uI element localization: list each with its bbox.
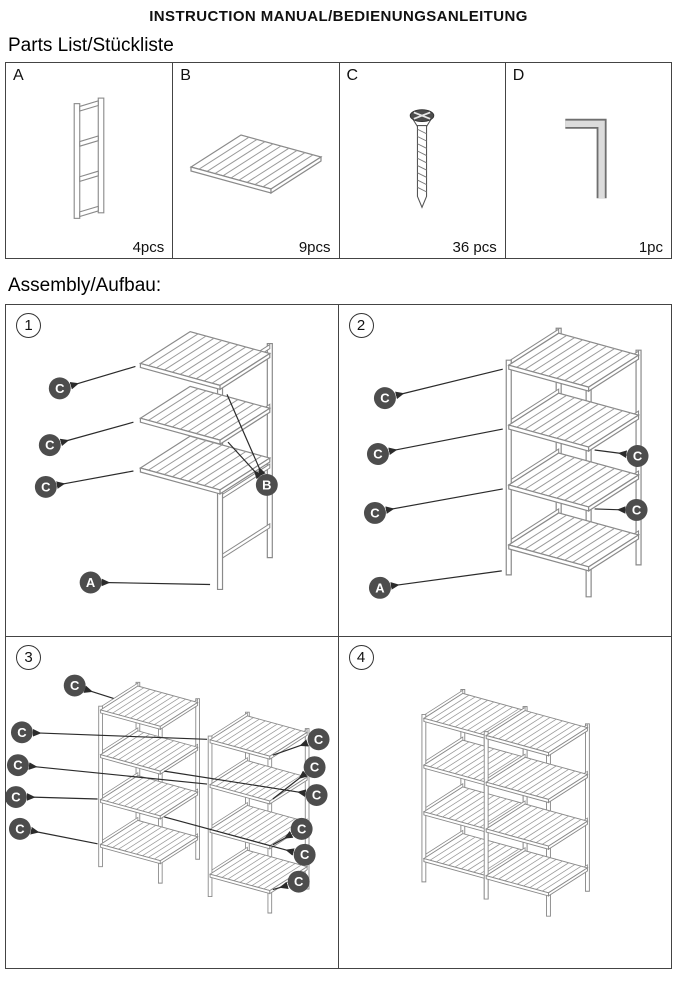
callout-c: C bbox=[10, 721, 208, 744]
svg-text:C: C bbox=[13, 758, 22, 773]
part-quantity: 9pcs bbox=[298, 239, 331, 256]
part-cell-b: B 9pcs bbox=[172, 63, 338, 258]
step-3-illustration: C C C C bbox=[6, 674, 330, 968]
part-cell-a: A 4pcs bbox=[6, 63, 172, 258]
svg-text:C: C bbox=[370, 505, 380, 520]
callout-a: A bbox=[368, 570, 502, 599]
part-letter: C bbox=[346, 67, 359, 84]
svg-text:C: C bbox=[312, 788, 321, 803]
callout-c: C bbox=[63, 674, 114, 700]
svg-text:C: C bbox=[380, 391, 390, 406]
page-title: INSTRUCTION MANUAL/BEDIENUNGSANLEITUNG bbox=[149, 8, 528, 25]
callout-c: C bbox=[8, 817, 98, 845]
callout-c: C bbox=[272, 728, 330, 756]
svg-text:C: C bbox=[41, 479, 50, 494]
step-number-badge: 3 bbox=[16, 645, 41, 670]
callout-c: C bbox=[164, 770, 328, 806]
assembly-heading: Assembly/Aufbau: bbox=[8, 275, 162, 296]
svg-text:C: C bbox=[70, 678, 79, 693]
callout-c: C bbox=[272, 817, 313, 846]
assembly-grid: 1 C C C bbox=[5, 304, 672, 969]
svg-text:C: C bbox=[300, 847, 309, 862]
parts-table: A 4pcs B 9pcs C bbox=[5, 62, 672, 259]
part-letter: B bbox=[180, 67, 191, 84]
svg-text:C: C bbox=[297, 821, 306, 836]
svg-text:A: A bbox=[86, 575, 95, 590]
callout-c: C bbox=[164, 816, 316, 866]
part-letter: D bbox=[512, 67, 525, 84]
screw-icon bbox=[409, 108, 435, 209]
part-letter: A bbox=[13, 67, 24, 84]
side-frame-icon bbox=[73, 97, 105, 219]
step-number-badge: 4 bbox=[348, 645, 374, 670]
assembly-step-2: 2 C C C bbox=[338, 305, 671, 637]
callout-c: C bbox=[272, 756, 326, 800]
part-quantity: 4pcs bbox=[132, 239, 165, 256]
allen-key-icon bbox=[565, 118, 607, 198]
part-quantity: 1pc bbox=[638, 239, 663, 256]
callout-c: C bbox=[363, 488, 503, 524]
step-number-badge: 2 bbox=[348, 313, 374, 338]
callout-a: A bbox=[79, 571, 211, 594]
svg-text:C: C bbox=[310, 760, 319, 775]
svg-text:C: C bbox=[632, 449, 642, 464]
svg-text:C: C bbox=[55, 381, 64, 396]
svg-text:C: C bbox=[45, 438, 54, 453]
callout-c: C bbox=[594, 445, 649, 468]
parts-list-heading: Parts List/Stückliste bbox=[8, 35, 174, 56]
callout-b: B bbox=[226, 394, 278, 496]
svg-text:C: C bbox=[631, 502, 641, 517]
callout-c: C bbox=[366, 428, 503, 466]
part-cell-c: C 36 pcs bbox=[338, 63, 505, 258]
callout-c: C bbox=[373, 368, 503, 410]
svg-text:C: C bbox=[373, 447, 383, 462]
step-2-illustration: C C C C bbox=[363, 305, 649, 599]
svg-text:A: A bbox=[375, 580, 385, 595]
step-4-illustration bbox=[339, 637, 672, 968]
callout-c: C bbox=[6, 754, 208, 785]
part-quantity: 36 pcs bbox=[452, 239, 497, 256]
step-number-badge: 1 bbox=[16, 313, 41, 338]
svg-text:B: B bbox=[262, 477, 271, 492]
svg-text:C: C bbox=[11, 790, 20, 805]
callout-c: C bbox=[48, 365, 136, 400]
callout-c: C bbox=[6, 786, 98, 808]
svg-text:C: C bbox=[314, 732, 323, 747]
svg-text:C: C bbox=[17, 725, 26, 740]
assembly-step-1: 1 C C C bbox=[6, 305, 339, 637]
callout-c: C bbox=[34, 470, 134, 498]
callout-c: C bbox=[38, 421, 134, 457]
callout-c: C bbox=[594, 498, 648, 521]
callout-c: C bbox=[272, 870, 310, 893]
assembly-step-3: 3 C C C bbox=[6, 637, 339, 968]
assembly-step-4: 4 bbox=[339, 637, 672, 968]
slatted-shelf-icon bbox=[190, 133, 322, 194]
step-1-illustration: C C C B bbox=[34, 331, 278, 594]
svg-text:C: C bbox=[15, 821, 24, 836]
part-cell-d: D 1pc bbox=[504, 63, 671, 258]
svg-text:C: C bbox=[294, 874, 303, 889]
